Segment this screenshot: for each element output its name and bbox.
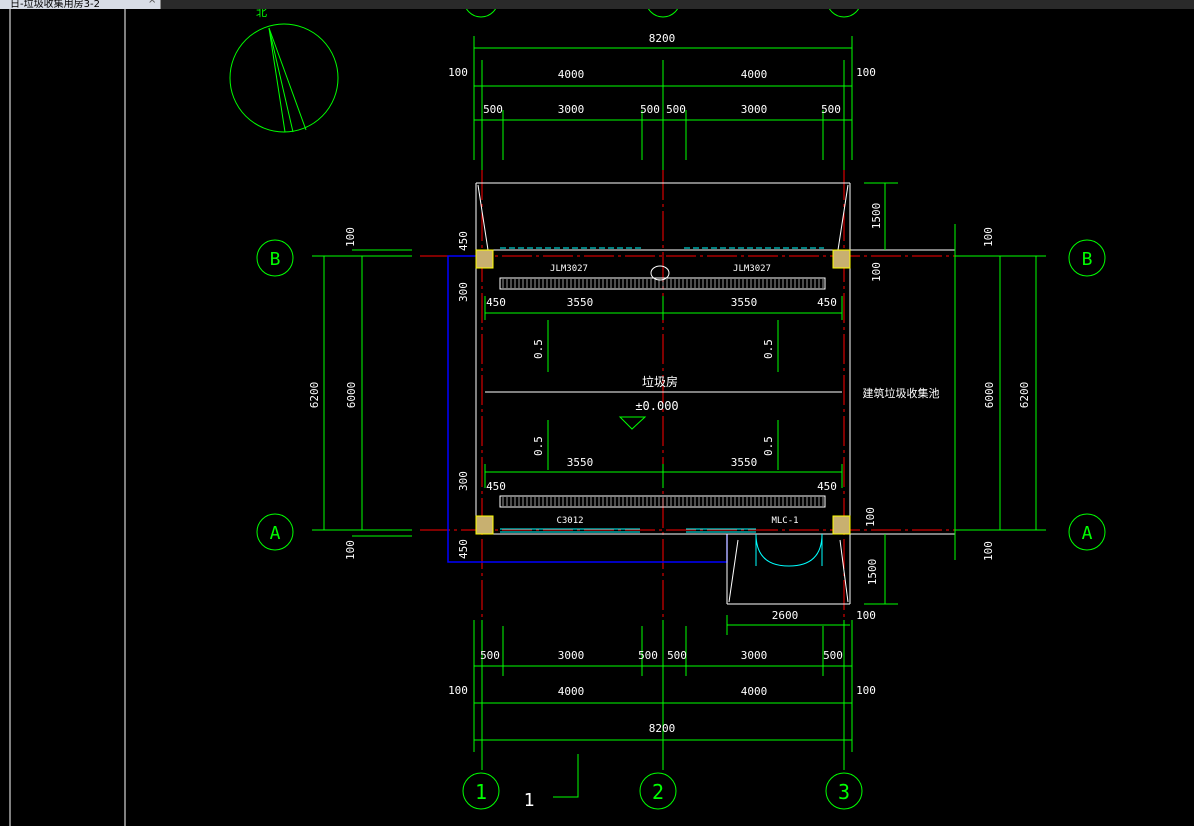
column-b3 [832,249,851,269]
dim-bottom-sub-5: 3000 [741,649,768,662]
drain-gutters [499,277,826,508]
dim-bottom-sub-3: 500 [638,649,658,662]
column-a3 [832,515,851,535]
dim-top-right-overhang: 100 [856,66,876,79]
right-note: 建筑垃圾收集池 [863,386,940,400]
door-label: MLC-1 [771,516,798,526]
north-arrow-label: 北 [256,9,267,19]
dim-bottom-sub-6: 500 [823,649,843,662]
axis-label-b-right: B [1082,249,1093,270]
bottom-dimension-texts: 2600 100 500 3000 500 500 3000 500 100 4… [448,609,876,735]
dim-top-bay-2: 4000 [741,68,768,81]
dim-top-sub-5: 3000 [741,103,768,116]
top-dimension-texts: 8200 100 4000 4000 100 500 3000 500 500 … [448,32,876,116]
axis-label-2: 2 [652,780,664,804]
dim-bottom-porch-side: 100 [856,609,876,622]
dim-left-inner: 6000 [345,382,358,409]
window-label-top-right: JLM3027 [733,264,771,274]
dim-top-sub-1: 500 [483,103,503,116]
slope-label-1: 0.5 [532,339,545,359]
dim-left-top: 100 [344,227,357,247]
floor-drain [650,265,670,281]
dim-right-upper-canopy: 1500 [870,203,883,230]
dim-top-sub-2: 3000 [558,103,585,116]
dim-inner-bottom-left-edge: 450 [486,480,506,493]
dim-top-total: 8200 [649,32,676,45]
dim-left-total: 6200 [308,382,321,409]
dim-left-top-edge: 450 [457,231,470,251]
tab-close-icon[interactable]: × [148,0,157,6]
dim-right-lower-canopy: 1500 [866,559,879,586]
dim-inner-bottom-left: 3550 [567,456,594,469]
drawing-tab-title: 日-垃圾收集用房3-2 [10,0,100,9]
dim-bottom-sub-1: 500 [480,649,500,662]
dim-bottom-sub-2: 3000 [558,649,585,662]
dim-inner-top-right: 3550 [731,296,758,309]
slope-label-2: 0.5 [762,339,775,359]
dim-top-bay-1: 4000 [558,68,585,81]
dim-left-bottom: 100 [344,540,357,560]
window-label-top-left: JLM3027 [550,264,588,274]
columns [475,249,851,535]
windows-and-doors [500,247,824,567]
dimension-lines [312,36,1046,798]
dim-inner-top-right-edge: 450 [817,296,837,309]
section-mark-label: 1 [524,790,535,811]
column-b1 [475,249,494,269]
north-arrow [229,23,339,133]
dim-inner-bottom-right-edge: 450 [817,480,837,493]
dim-right-bottom-a: 100 [864,507,877,527]
drawing-tab[interactable]: 日-垃圾收集用房3-2 × [0,0,161,9]
axis-label-1: 1 [475,780,487,804]
dim-bottom-right-overhang: 100 [856,684,876,697]
slope-label-4: 0.5 [762,436,775,456]
dim-right-top: 100 [982,227,995,247]
dim-top-sub-6: 500 [821,103,841,116]
axis-label-a-left: A [270,523,281,544]
dim-bottom-bay-2: 4000 [741,685,768,698]
cad-drawing-canvas[interactable]: 北 [0,9,1194,826]
gutter-bottom-grate [502,497,824,506]
dim-bottom-porch: 2600 [772,609,799,622]
dim-left-slab-bottom: 300 [457,471,470,491]
floor-elevation: ±0.000 [635,399,678,413]
dim-right-bottom: 100 [982,541,995,561]
axis-label-3: 3 [838,780,850,804]
axis-label-b-left: B [270,249,281,270]
axis-label-a-right: A [1082,523,1093,544]
dim-right-total: 6200 [1018,382,1031,409]
dim-bottom-total: 8200 [649,722,676,735]
room-name: 垃圾房 [642,374,678,389]
dim-top-sub-3: 500 [640,103,660,116]
axis-bubbles [256,9,1106,810]
dim-inner-bottom-right: 3550 [731,456,758,469]
vertical-dimension-texts: 100 450 300 6200 6000 300 100 450 1500 1… [308,203,1031,586]
inner-dimension-texts: 450 3550 3550 450 450 3550 3550 450 [486,296,837,493]
axis-lines [420,170,955,630]
dim-inner-top-left: 3550 [567,296,594,309]
left-panel-borders [9,9,126,826]
window-label-bottom: C3012 [556,516,583,526]
dim-top-sub-4: 500 [666,103,686,116]
dim-bottom-sub-4: 500 [667,649,687,662]
gutter-top-grate [502,279,824,288]
dim-right-inner: 6000 [983,382,996,409]
dim-bottom-bay-1: 4000 [558,685,585,698]
dim-right-top-b: 100 [870,262,883,282]
slope-label-3: 0.5 [532,436,545,456]
annotation-labels: JLM3027 JLM3027 C3012 MLC-1 [550,264,799,526]
dim-top-left-overhang: 100 [448,66,468,79]
building-walls [475,182,955,605]
column-a1 [475,515,494,535]
dim-bottom-left-overhang: 100 [448,684,468,697]
document-tabbar: 日-垃圾收集用房3-2 × [0,0,1194,9]
dim-left-slab-top: 300 [457,282,470,302]
dim-left-bottom-edge: 450 [457,539,470,559]
dim-inner-top-left-edge: 450 [486,296,506,309]
